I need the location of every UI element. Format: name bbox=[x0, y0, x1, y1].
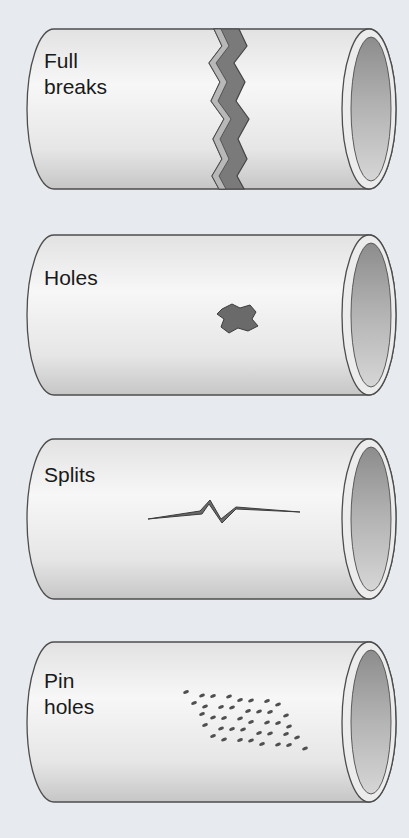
pin-hole bbox=[202, 722, 209, 727]
pin-hole bbox=[191, 700, 198, 705]
pin-holes bbox=[183, 689, 309, 751]
pin-hole bbox=[237, 737, 244, 742]
pipe-section: Pin holes bbox=[26, 641, 398, 803]
pin-hole bbox=[283, 731, 290, 736]
pin-hole bbox=[237, 697, 244, 702]
pipe-end bbox=[342, 642, 396, 802]
pin-hole bbox=[256, 709, 263, 714]
pipe-end bbox=[342, 439, 396, 599]
pin-hole bbox=[221, 737, 228, 742]
hole bbox=[217, 304, 258, 333]
pin-hole bbox=[240, 727, 247, 732]
pin-hole bbox=[248, 738, 255, 743]
pin-hole bbox=[275, 742, 282, 747]
pipe-section: Full breaks bbox=[26, 28, 398, 190]
pin-hole bbox=[256, 730, 263, 735]
break-gap bbox=[209, 29, 249, 189]
pin-hole bbox=[210, 733, 217, 738]
pin-hole bbox=[264, 698, 271, 703]
pin-hole bbox=[221, 715, 228, 720]
pin-hole bbox=[183, 689, 190, 694]
pipe-outline bbox=[26, 438, 398, 600]
break-face bbox=[209, 29, 231, 189]
pipe-body bbox=[27, 642, 396, 802]
pin-hole bbox=[218, 726, 225, 731]
pipe-bore bbox=[351, 37, 391, 181]
pin-hole bbox=[286, 724, 293, 729]
pin-hole bbox=[302, 746, 309, 751]
pipe-end bbox=[342, 235, 396, 395]
pipe-outline bbox=[26, 28, 398, 190]
pipe-end bbox=[342, 29, 396, 189]
pin-hole bbox=[229, 726, 236, 731]
pipe-body bbox=[27, 439, 396, 599]
pin-hole bbox=[248, 698, 255, 703]
split bbox=[148, 500, 300, 523]
pin-hole bbox=[218, 704, 225, 709]
pin-hole bbox=[275, 702, 282, 707]
pin-hole bbox=[259, 741, 266, 746]
pin-hole bbox=[264, 720, 271, 725]
pin-hole bbox=[199, 711, 206, 716]
damage-type-label: Full breaks bbox=[44, 48, 124, 100]
pin-hole bbox=[245, 708, 252, 713]
pipe-outline bbox=[26, 234, 398, 396]
pipe-section: Splits bbox=[26, 438, 398, 600]
pin-hole bbox=[210, 693, 217, 698]
pipe-body bbox=[27, 235, 396, 395]
pin-hole bbox=[199, 693, 206, 698]
pin-hole bbox=[202, 704, 209, 709]
pipe-outline bbox=[26, 641, 398, 803]
pipe-bore bbox=[351, 447, 391, 591]
pin-hole bbox=[267, 709, 274, 714]
pin-hole bbox=[283, 713, 290, 718]
pin-hole bbox=[286, 742, 293, 747]
pin-hole bbox=[229, 705, 236, 710]
pipe-section: Holes bbox=[26, 234, 398, 396]
pin-hole bbox=[294, 735, 301, 740]
pin-hole bbox=[210, 715, 217, 720]
pipe-body bbox=[27, 29, 396, 189]
full-break bbox=[209, 29, 249, 189]
pin-hole bbox=[275, 720, 282, 725]
pin-hole bbox=[237, 716, 244, 721]
pipe-bore bbox=[351, 650, 391, 794]
damage-type-label: Holes bbox=[44, 265, 124, 291]
pipe-bore bbox=[351, 243, 391, 387]
damage-type-label: Pin holes bbox=[44, 668, 124, 720]
damage-type-label: Splits bbox=[44, 462, 124, 488]
pin-hole bbox=[226, 694, 233, 699]
pin-hole bbox=[267, 731, 274, 736]
pin-hole bbox=[248, 719, 255, 724]
